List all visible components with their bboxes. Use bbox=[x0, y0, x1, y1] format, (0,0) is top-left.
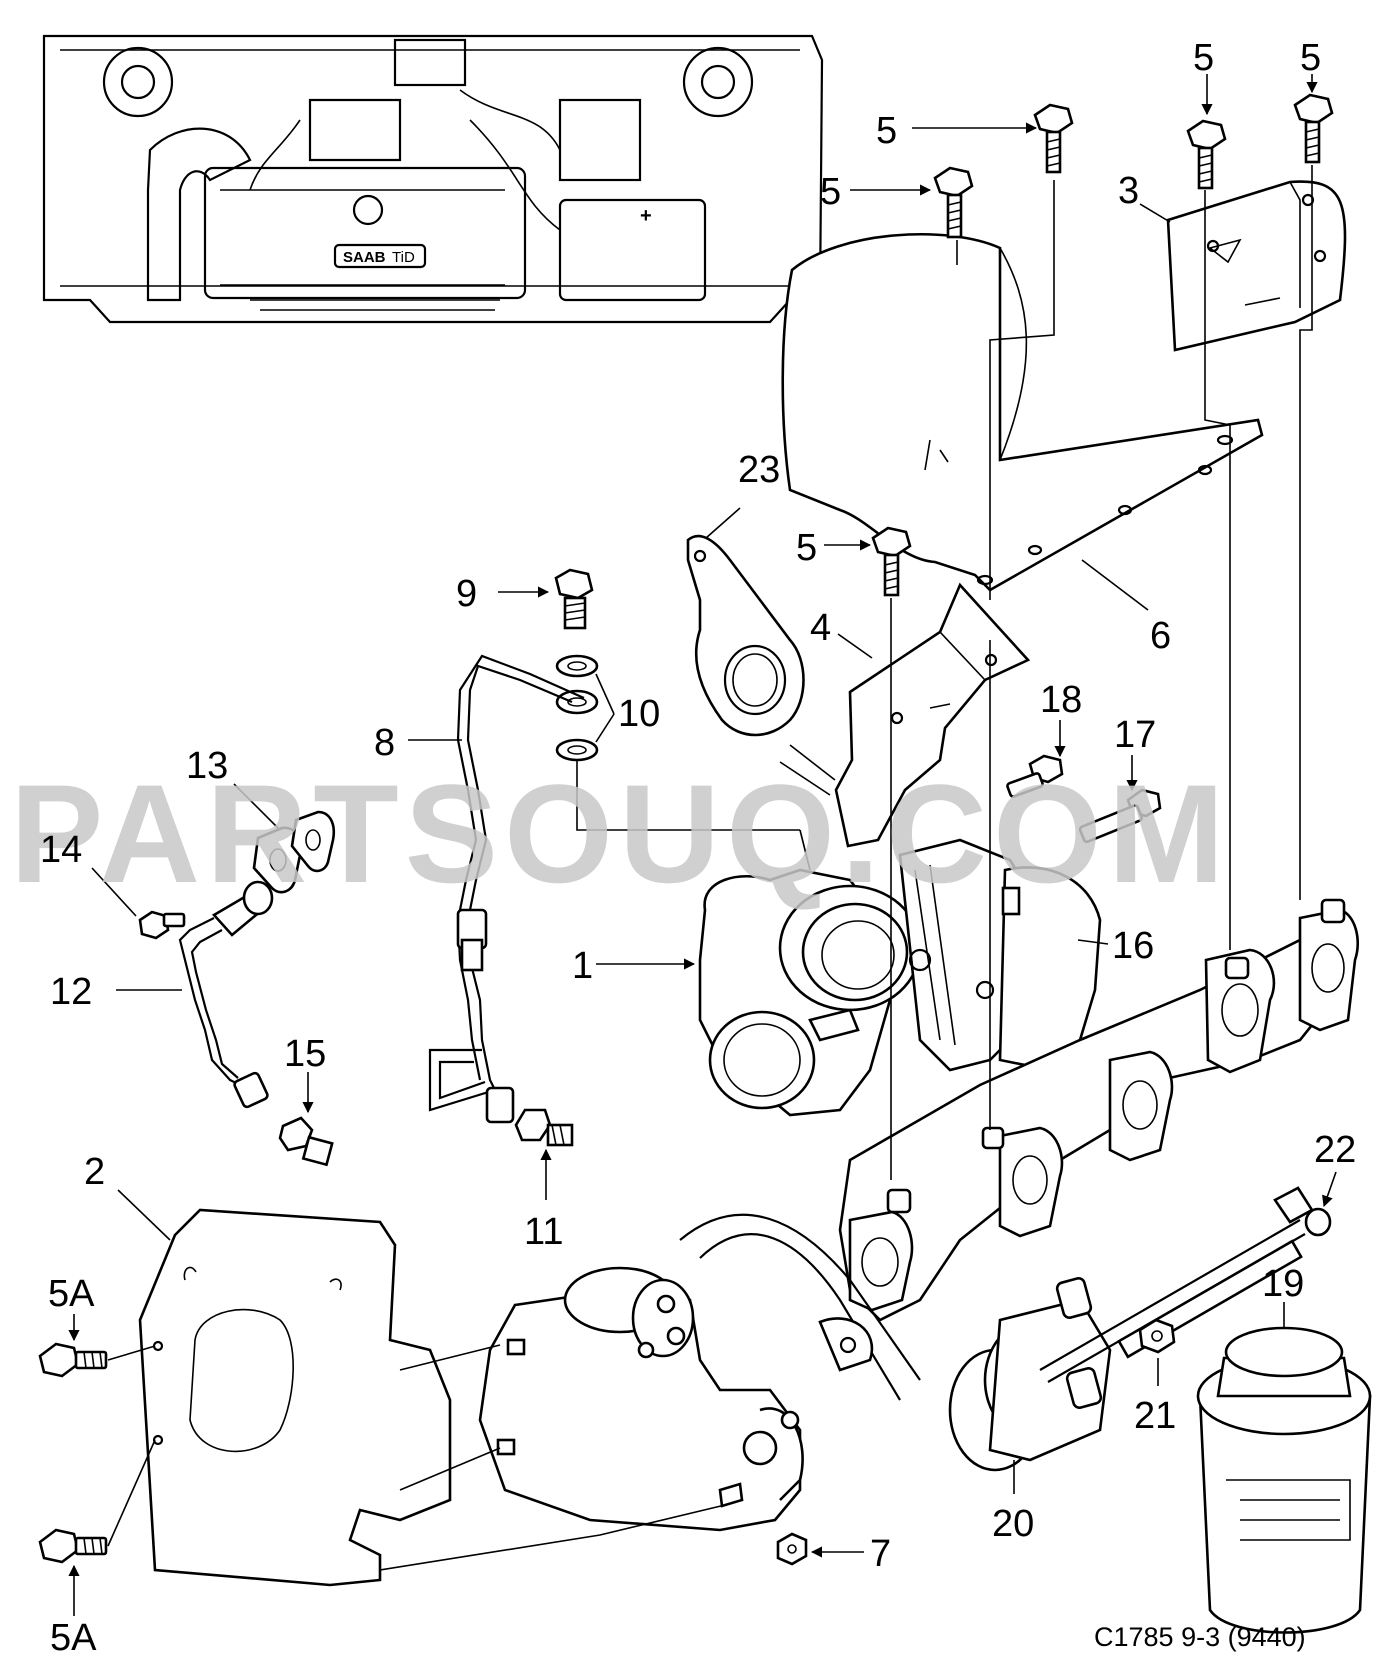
leader-lines bbox=[68, 74, 1337, 1616]
callout-21: 21 bbox=[1134, 1395, 1176, 1437]
callout-18: 18 bbox=[1040, 679, 1082, 721]
part-3-bracket bbox=[1166, 180, 1347, 352]
part-22-clip bbox=[1304, 1207, 1332, 1237]
part-10-washers bbox=[555, 654, 599, 762]
part-5A-bolts bbox=[38, 1342, 108, 1564]
diagram-caption: C1785 9-3 (9440) bbox=[1094, 1622, 1306, 1652]
callout-14: 14 bbox=[40, 829, 82, 871]
callout-5: 5 bbox=[820, 171, 841, 213]
callout-15: 15 bbox=[284, 1033, 326, 1075]
callout-20: 20 bbox=[992, 1503, 1034, 1545]
starter-motor bbox=[478, 1213, 921, 1532]
part-4-shield bbox=[779, 582, 1031, 848]
callout-4: 4 bbox=[810, 607, 831, 649]
part-18-bolt bbox=[1006, 754, 1064, 798]
callout-8: 8 bbox=[374, 722, 395, 764]
callout-5A: 5A bbox=[48, 1273, 95, 1315]
engine-bay-overview: SAAB TiD + bbox=[42, 34, 824, 324]
part-19-oil-filter bbox=[1196, 1326, 1372, 1634]
engine-badge: SAAB bbox=[343, 249, 386, 266]
callout-23: 23 bbox=[738, 449, 780, 491]
callout-5: 5 bbox=[876, 110, 897, 152]
part-12-return-pipe bbox=[178, 880, 274, 1109]
callout-13: 13 bbox=[186, 745, 228, 787]
callout-16: 16 bbox=[1112, 925, 1154, 967]
part-5-bolts bbox=[871, 93, 1334, 597]
part-9-banjo-bolt bbox=[554, 568, 594, 630]
callout-labels: 5 5 5 5 3 23 5 9 4 6 10 8 18 17 13 14 16… bbox=[40, 37, 1356, 1659]
part-17-stud bbox=[1078, 788, 1162, 844]
assembly-lines bbox=[107, 165, 1313, 1571]
callout-12: 12 bbox=[50, 971, 92, 1013]
callout-3: 3 bbox=[1118, 170, 1139, 212]
callout-7: 7 bbox=[870, 1533, 891, 1575]
engine-badge-suffix: TiD bbox=[392, 249, 415, 266]
part-23-gasket bbox=[686, 534, 805, 737]
callout-19: 19 bbox=[1262, 1263, 1304, 1305]
part-2-starter-shield bbox=[138, 1208, 452, 1587]
svg-text:+: + bbox=[640, 205, 652, 227]
part-20-actuator bbox=[948, 1186, 1314, 1472]
callout-9: 9 bbox=[456, 573, 477, 615]
watermark: PARTSOUQ.COM bbox=[10, 755, 1231, 912]
callout-5: 5 bbox=[1300, 37, 1321, 79]
callout-6: 6 bbox=[1150, 615, 1171, 657]
part-11-sensor bbox=[514, 1108, 574, 1147]
callout-11: 11 bbox=[524, 1211, 563, 1253]
part-21-nut bbox=[1138, 1318, 1176, 1354]
part-7-nut bbox=[776, 1532, 808, 1566]
callout-10: 10 bbox=[618, 693, 660, 735]
callout-22: 22 bbox=[1314, 1129, 1356, 1171]
part-8-oil-feed-pipe bbox=[428, 654, 585, 1124]
part-15-sensor bbox=[278, 1116, 334, 1167]
callout-5A: 5A bbox=[50, 1617, 97, 1659]
part-6-heat-shield bbox=[781, 233, 1264, 592]
part-14-bolt bbox=[138, 910, 186, 940]
part-13-gasket bbox=[252, 810, 336, 894]
callout-17: 17 bbox=[1114, 714, 1156, 756]
exhaust-manifold bbox=[838, 898, 1360, 1322]
part-1-turbocharger bbox=[698, 838, 1102, 1117]
callout-1: 1 bbox=[572, 945, 593, 987]
callout-2: 2 bbox=[84, 1151, 105, 1193]
callout-5: 5 bbox=[1193, 37, 1214, 79]
callout-5: 5 bbox=[796, 527, 817, 569]
